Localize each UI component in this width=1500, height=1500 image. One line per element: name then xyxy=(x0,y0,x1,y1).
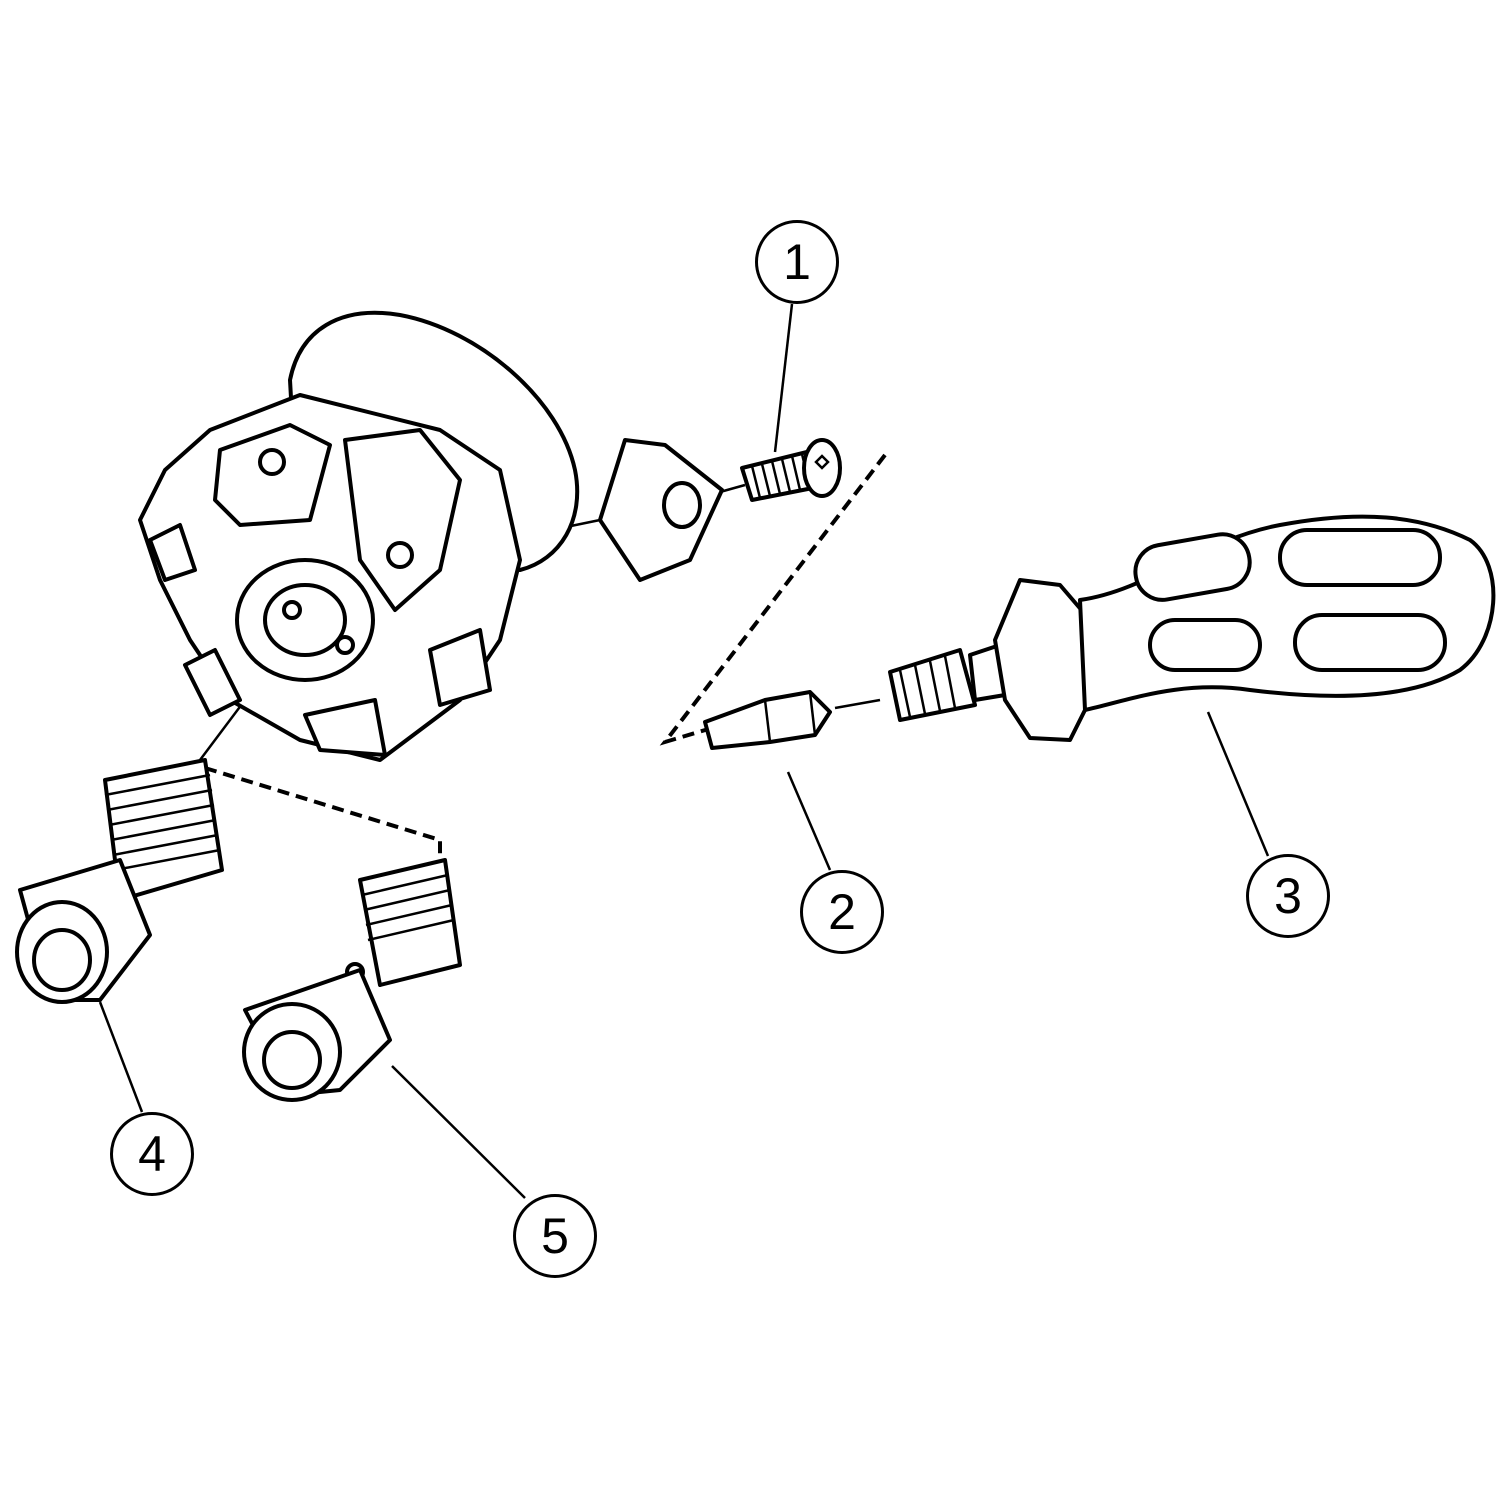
milling-cutter-body xyxy=(138,310,580,762)
cap-screw-4 xyxy=(15,758,224,1004)
callout-4: 4 xyxy=(110,1112,194,1196)
callout-5: 5 xyxy=(513,1194,597,1278)
callout-1: 1 xyxy=(755,220,839,304)
insert-screw xyxy=(740,438,842,502)
callout-2: 2 xyxy=(800,870,884,954)
torx-bit xyxy=(703,690,832,750)
dashed-lines xyxy=(204,453,887,870)
cutting-insert xyxy=(598,438,724,582)
screwdriver xyxy=(888,514,1496,742)
cap-screw-5 xyxy=(242,858,462,1102)
callout-3: 3 xyxy=(1246,854,1330,938)
